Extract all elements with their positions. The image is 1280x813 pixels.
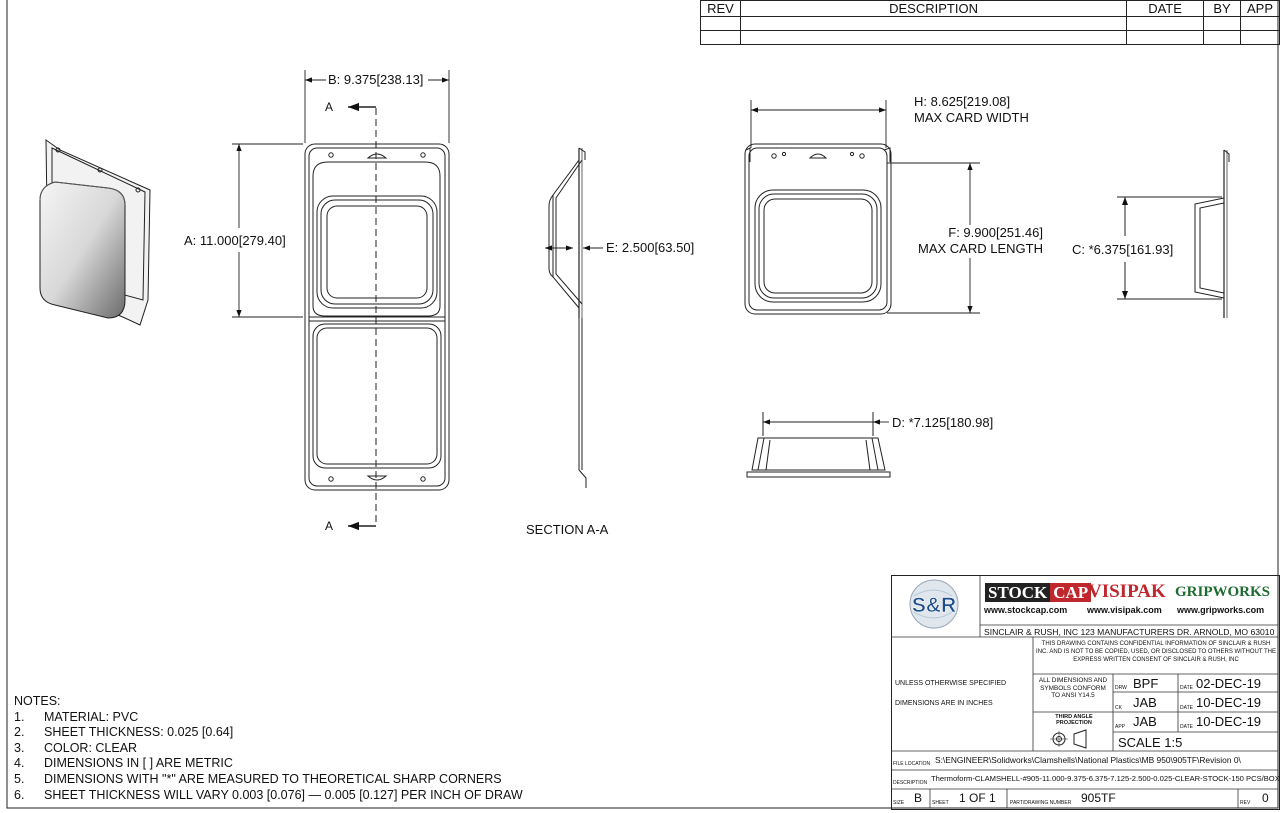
svg-text:S&R: S&R [912, 594, 956, 617]
app-date: 10-DEC-19 [1196, 714, 1262, 729]
sheet: 1 OF 1 [959, 791, 996, 805]
drw-initials: BPF [1133, 676, 1159, 691]
drw-date: 02-DEC-19 [1196, 676, 1262, 691]
size: B [914, 791, 923, 805]
dimensions-in-inches: DIMENSIONS ARE IN INCHES [895, 700, 993, 707]
visipak-url: www.visipak.com [1087, 605, 1162, 615]
date-label: DATE [1180, 705, 1193, 711]
section-marker-top: A [325, 100, 334, 114]
note-item: 4.DIMENSIONS IN [ ] ARE METRIC [14, 756, 233, 771]
note-item: 5.DIMENSIONS WITH "*" ARE MEASURED TO TH… [14, 771, 502, 786]
dim-a-label: A: 11.000[279.40] [184, 233, 286, 248]
notes-block: NOTES: 1.MATERIAL: PVC 2.SHEET THICKNESS… [14, 694, 523, 803]
note-item: 3.COLOR: CLEAR [14, 740, 138, 755]
visipak-logo: VISIPAK [1088, 581, 1166, 602]
side-view [1117, 149, 1230, 318]
ck-date: 10-DEC-19 [1196, 695, 1262, 710]
drw-label: DRW [1115, 685, 1127, 691]
bottom-view [746, 412, 891, 478]
gripworks-url: www.gripworks.com [1177, 605, 1265, 615]
date-label: DATE [1180, 685, 1193, 691]
description-label: DESCRIPTION [893, 780, 928, 786]
notes-title: NOTES: [14, 694, 61, 708]
dim-h-label: H: 8.625[219.08]MAX CARD WIDTH [914, 94, 1029, 125]
description: Thermoform-CLAMSHELL-#905-11.000-9.375-6… [931, 774, 1280, 783]
ck-label: CK [1115, 705, 1122, 711]
unless-specified: UNLESS OTHERWISE SPECIFIED [895, 680, 1007, 687]
app-initials: JAB [1133, 714, 1157, 729]
size-label: SIZE [893, 800, 905, 806]
section-a-a-view [545, 147, 603, 488]
title-block-lines [891, 575, 1278, 808]
rev-label: REV [1240, 800, 1251, 806]
dimension-lines-front [232, 70, 450, 318]
company-address: SINCLAIR & RUSH, INC 123 MANUFACTURERS D… [984, 627, 1275, 637]
file-location: S:\ENGINEER\Solidworks\Clamshells\Nation… [935, 755, 1241, 765]
isometric-view [39, 139, 151, 326]
part-number-label: PART/DRAWING NUMBER [1010, 800, 1072, 806]
note-item: 6.SHEET THICKNESS WILL VARY 0.003 [0.076… [14, 787, 523, 802]
ck-initials: JAB [1133, 695, 1157, 710]
dim-e-label: E: 2.500[63.50] [606, 240, 695, 255]
file-location-label: FILE LOCATION [893, 761, 931, 767]
section-label: SECTION A-A [526, 522, 609, 537]
sr-logo: S&R [909, 579, 959, 629]
card-view [744, 143, 892, 315]
description-header: DESCRIPTION [739, 0, 1128, 17]
gripworks-logo: GRIPWORKS [1175, 584, 1271, 600]
sheet-label: SHEET [932, 800, 949, 806]
note-item: 1.MATERIAL: PVC [14, 709, 139, 724]
dim-f-label: F: 9.900[251.46]MAX CARD LENGTH [918, 225, 1043, 256]
third-angle-label: THIRD ANGLE PROJECTION [1055, 714, 1093, 726]
dim-d-label: D: *7.125[180.98] [892, 415, 994, 430]
note-item: 2.SHEET THICKNESS: 0.025 [0.64] [14, 725, 234, 740]
scale: SCALE 1:5 [1118, 735, 1183, 750]
date-header: DATE [1126, 0, 1205, 17]
part-number: 905TF [1081, 791, 1116, 805]
ansi-conform: ALL DIMENSIONS AND SYMBOLS CONFORM TO AN… [1038, 677, 1108, 700]
rev-header: REV [700, 0, 741, 17]
date-label: DATE [1180, 724, 1193, 730]
front-flat-view [304, 102, 450, 531]
app-header: APP [1239, 0, 1280, 17]
dimension-lines-card [750, 100, 980, 314]
drawing-border [6, 0, 1279, 809]
confidential-notice: THIS DRAWING CONTAINS CONFIDENTIAL INFOR… [1036, 641, 1276, 664]
by-header: BY [1203, 0, 1241, 17]
app-label: APP [1115, 724, 1126, 730]
dim-c-label: C: *6.375[161.93] [1072, 242, 1174, 257]
section-marker-bottom: A [325, 519, 334, 533]
revision-table: REV DESCRIPTION DATE BY APP [700, 0, 1280, 45]
rev: 0 [1262, 791, 1269, 805]
stockcap-url: www.stockcap.com [984, 605, 1068, 615]
dim-b-label: B: 9.375[238.13] [328, 72, 424, 87]
third-angle-projection-icon [1050, 729, 1087, 749]
